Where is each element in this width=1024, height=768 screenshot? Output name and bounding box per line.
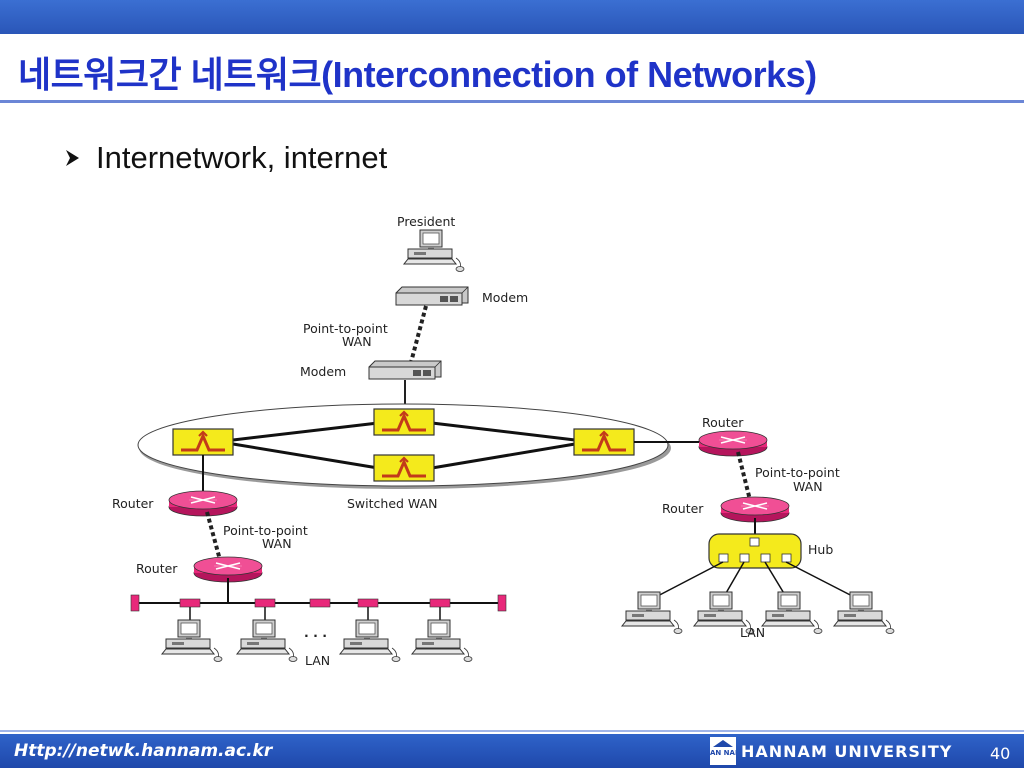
label-p2p-left-2: WAN [262, 536, 292, 551]
lan-right-computer-4-icon [833, 591, 895, 634]
p2p-link-left [205, 511, 222, 561]
top-bar [0, 0, 1024, 34]
label-router-right: Router [702, 415, 744, 430]
lan-right-computer-3-icon [761, 591, 823, 634]
p2p-link-top [408, 305, 428, 367]
label-switched-wan: Switched WAN [347, 496, 438, 511]
label-lan-right: LAN [740, 625, 765, 640]
arrow-bullet-icon [66, 150, 79, 166]
label-p2p-top-1: Point-to-point [303, 321, 388, 336]
bus-terminator-left [130, 594, 140, 612]
president-computer-icon [403, 229, 465, 272]
wan-switch-left-icon [171, 427, 235, 457]
switched-wan-boundary [137, 403, 669, 487]
wan-switch-top-icon [372, 407, 436, 437]
wan-link-3 [431, 421, 576, 442]
bus-connector-5 [429, 598, 451, 608]
label-ellipsis: · · · [304, 628, 327, 643]
bus-connector-3 [309, 598, 331, 608]
footer-url: Http://netwk.hannam.ac.kr [14, 741, 273, 761]
wan-link-2 [232, 442, 379, 470]
svg-text:HAN NAM: HAN NAM [710, 749, 736, 757]
page-number: 40 [990, 744, 1011, 763]
label-p2p-right-1: Point-to-point [755, 465, 840, 480]
label-modem-mid: Modem [300, 364, 346, 379]
university-logo: HAN NAM [710, 737, 736, 765]
wan-link-1 [232, 421, 379, 442]
bullet-text: Internetwork, internet [96, 140, 388, 175]
wan-link-4 [431, 442, 576, 470]
label-hub: Hub [808, 542, 833, 557]
label-router-left-lower: Router [136, 561, 178, 576]
slide-title: 네트워크간 네트워크(Interconnection of Networks) [18, 54, 817, 95]
university-name: HANNAM UNIVERSITY [741, 742, 953, 761]
hub-icon [708, 533, 802, 569]
bullet-item: Internetwork, internet [64, 138, 387, 178]
modem-top-icon [395, 286, 469, 306]
p2p-link-right [736, 451, 752, 501]
label-router-left: Router [112, 496, 154, 511]
wan-switch-bottom-icon [372, 453, 436, 483]
label-p2p-top-2: WAN [342, 334, 372, 349]
title-underline [0, 100, 1024, 103]
bus-terminator-right [497, 594, 507, 612]
bus-connector-1 [179, 598, 201, 608]
modem-mid-icon [368, 360, 442, 380]
label-p2p-left-1: Point-to-point [223, 523, 308, 538]
label-p2p-right-2: WAN [793, 479, 823, 494]
lan-left-computer-2-icon [236, 619, 298, 662]
lan-right-computer-1-icon [621, 591, 683, 634]
lan-left-computer-3-icon [339, 619, 401, 662]
label-lan-left: LAN [305, 653, 330, 668]
label-router-right-lower: Router [662, 501, 704, 516]
bus-connector-2 [254, 598, 276, 608]
lan-left-computer-1-icon [161, 619, 223, 662]
router-left-icon [168, 490, 238, 517]
router-right-icon [698, 430, 768, 457]
footer-bar [0, 734, 1024, 768]
lan-left-computer-4-icon [411, 619, 473, 662]
wan-switch-right-icon [572, 427, 636, 457]
bus-connector-4 [357, 598, 379, 608]
label-president: President [397, 214, 455, 229]
label-modem-top: Modem [482, 290, 528, 305]
footer-rule [0, 730, 1024, 732]
